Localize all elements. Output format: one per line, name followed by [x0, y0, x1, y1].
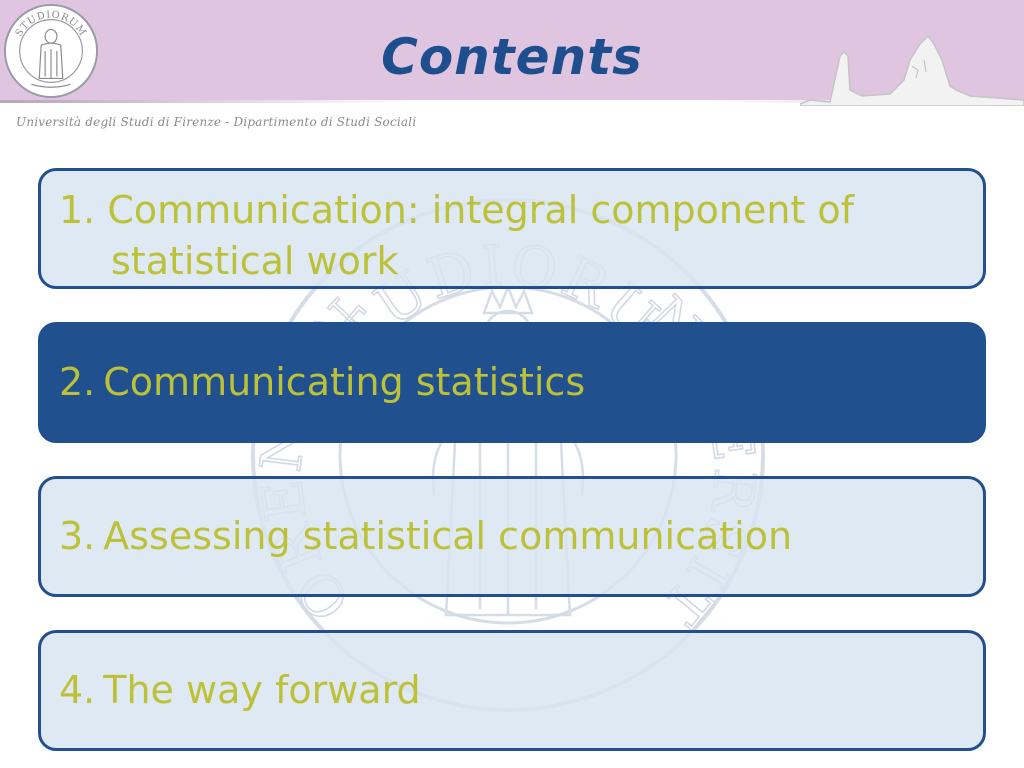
item-number: 4.	[59, 668, 96, 712]
item-number: 1.	[59, 188, 96, 232]
florence-skyline-image	[800, 34, 1024, 106]
item-label: Communicating statistics	[103, 360, 586, 404]
header-divider	[0, 100, 1024, 103]
slide-title: Contents	[381, 28, 643, 86]
contents-item-1[interactable]: 1. Communication: integral component of …	[38, 168, 986, 289]
contents-item-3[interactable]: 3.Assessing statistical communication	[38, 476, 986, 597]
department-subtitle: Università degli Studi di Firenze - Dipa…	[16, 115, 417, 129]
item-label: The way forward	[103, 668, 421, 712]
contents-item-2[interactable]: 2.Communicating statistics	[38, 322, 986, 443]
university-seal-logo: STUDIORUM	[3, 3, 99, 99]
contents-item-4[interactable]: 4.The way forward	[38, 630, 986, 751]
item-number: 2.	[59, 360, 96, 404]
item-number: 3.	[59, 514, 96, 558]
item-label: Communication: integral component of sta…	[107, 188, 855, 283]
item-label: Assessing statistical communication	[103, 514, 793, 558]
slide-header	[0, 0, 1024, 103]
